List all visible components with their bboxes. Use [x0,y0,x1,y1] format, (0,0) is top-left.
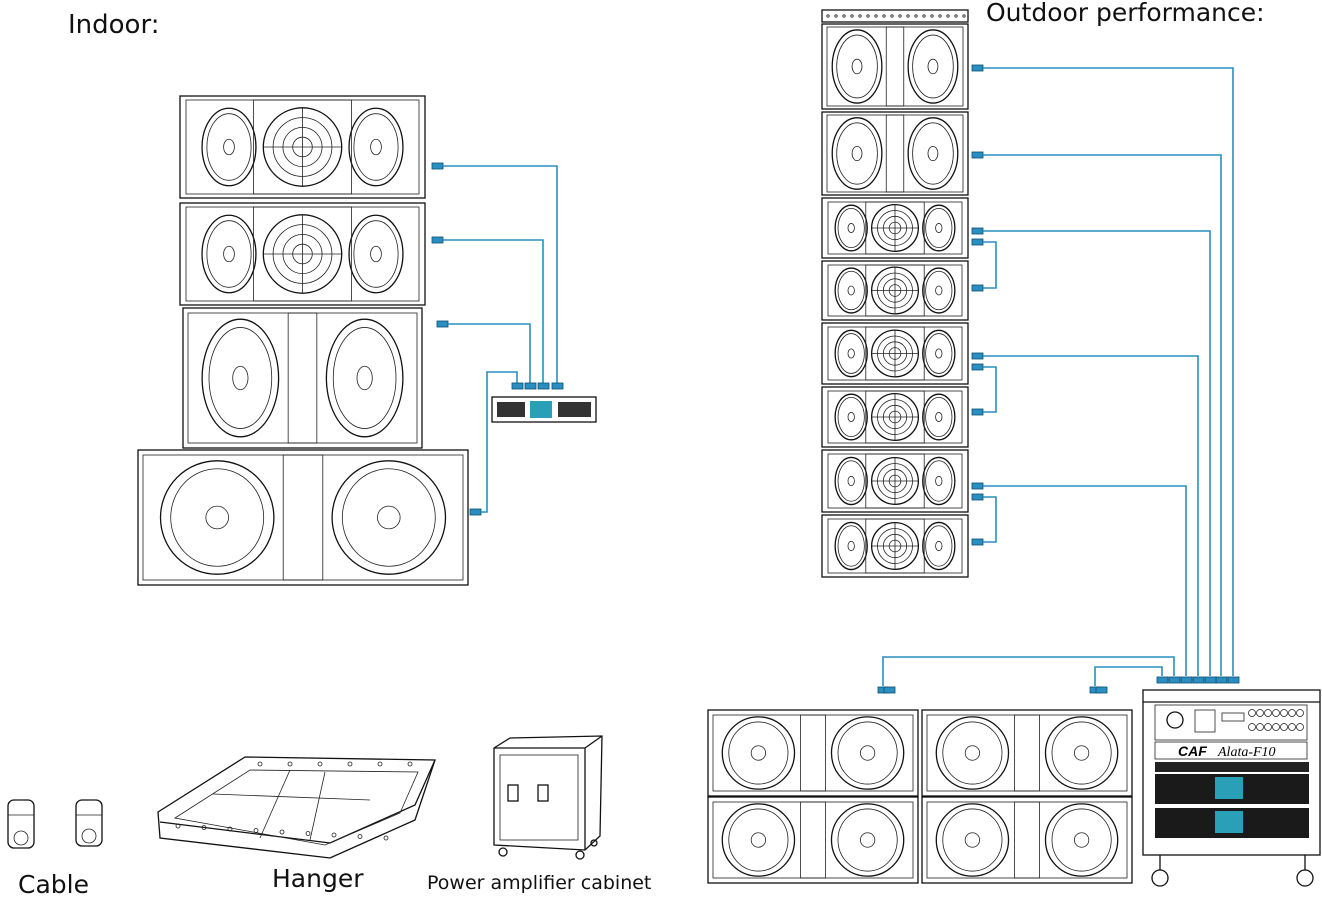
outdoor-line-array-5 [821,449,969,513]
speaker-cable [1094,666,1163,686]
connector [971,352,984,360]
cable-illustration [7,730,103,849]
rack-model: Alata-F10 [1217,745,1276,760]
ground-sub-1 [707,709,919,797]
ground-sub-2 [707,796,919,884]
connector [537,382,550,390]
connector [971,493,984,501]
speaker-cable [983,154,1222,676]
connector [524,382,537,390]
speaker-cable [983,241,997,289]
connector [971,284,984,292]
amplifier-rack: CAF Alata-F10 [1142,689,1321,887]
connector [971,151,984,159]
connector [1168,676,1181,684]
connector [971,238,984,246]
connector [1204,676,1217,684]
connector [971,363,984,371]
connector [431,236,444,244]
hanger-illustration [157,756,436,859]
connector [883,686,896,694]
hanger-caption: Hanger [272,864,364,893]
ground-sub-3 [921,709,1133,797]
cable-caption: Cable [18,870,89,899]
connector [1215,676,1228,684]
outdoor-sub-1 [821,23,969,110]
speaker-cable [983,366,997,413]
outdoor-heading: Outdoor performance: [986,0,1265,27]
outdoor-line-array-1 [821,197,969,259]
connector [971,482,984,490]
connector [971,538,984,546]
connector [551,382,564,390]
speaker-cable [481,371,518,513]
indoor-double-sub [137,449,469,586]
connector [971,408,984,416]
connector [436,320,449,328]
speaker-cable [983,67,1234,676]
indoor-amplifier [491,396,597,423]
outdoor-sub-2 [821,111,969,196]
outdoor-line-array-6 [821,514,969,578]
outdoor-line-array-3 [821,322,969,385]
connector [511,382,524,390]
connector [1180,676,1193,684]
outdoor-line-array-4 [821,386,969,448]
indoor-mid-sub [182,307,423,449]
ground-sub-4 [921,796,1133,884]
indoor-line-array-2 [179,202,426,306]
accessories [7,730,603,860]
connector [431,162,444,170]
cables [431,64,1240,694]
connector [1095,686,1108,694]
flying-frame [821,9,969,23]
speaker-cable [983,230,1211,676]
outdoor-system [707,9,1133,884]
speaker-cable [983,355,1199,676]
speaker-cable [448,323,531,383]
speaker-cable [983,496,997,543]
cabinet-caption: Power amplifier cabinet [427,872,652,894]
connector [1156,676,1169,684]
indoor-system [137,95,597,586]
speaker-cable [443,165,558,383]
cabinet-illustration [493,735,603,860]
indoor-heading: Indoor: [68,10,160,40]
connector [1192,676,1205,684]
rack-brand: CAF [1178,743,1207,759]
connector [971,64,984,72]
connector [469,508,482,516]
outdoor-line-array-2 [821,260,969,321]
speaker-cable [983,485,1187,676]
speaker-cable [443,239,544,383]
speaker-cable [882,656,1175,686]
indoor-line-array-top [179,95,426,199]
connector [971,227,984,235]
connector [1227,676,1240,684]
